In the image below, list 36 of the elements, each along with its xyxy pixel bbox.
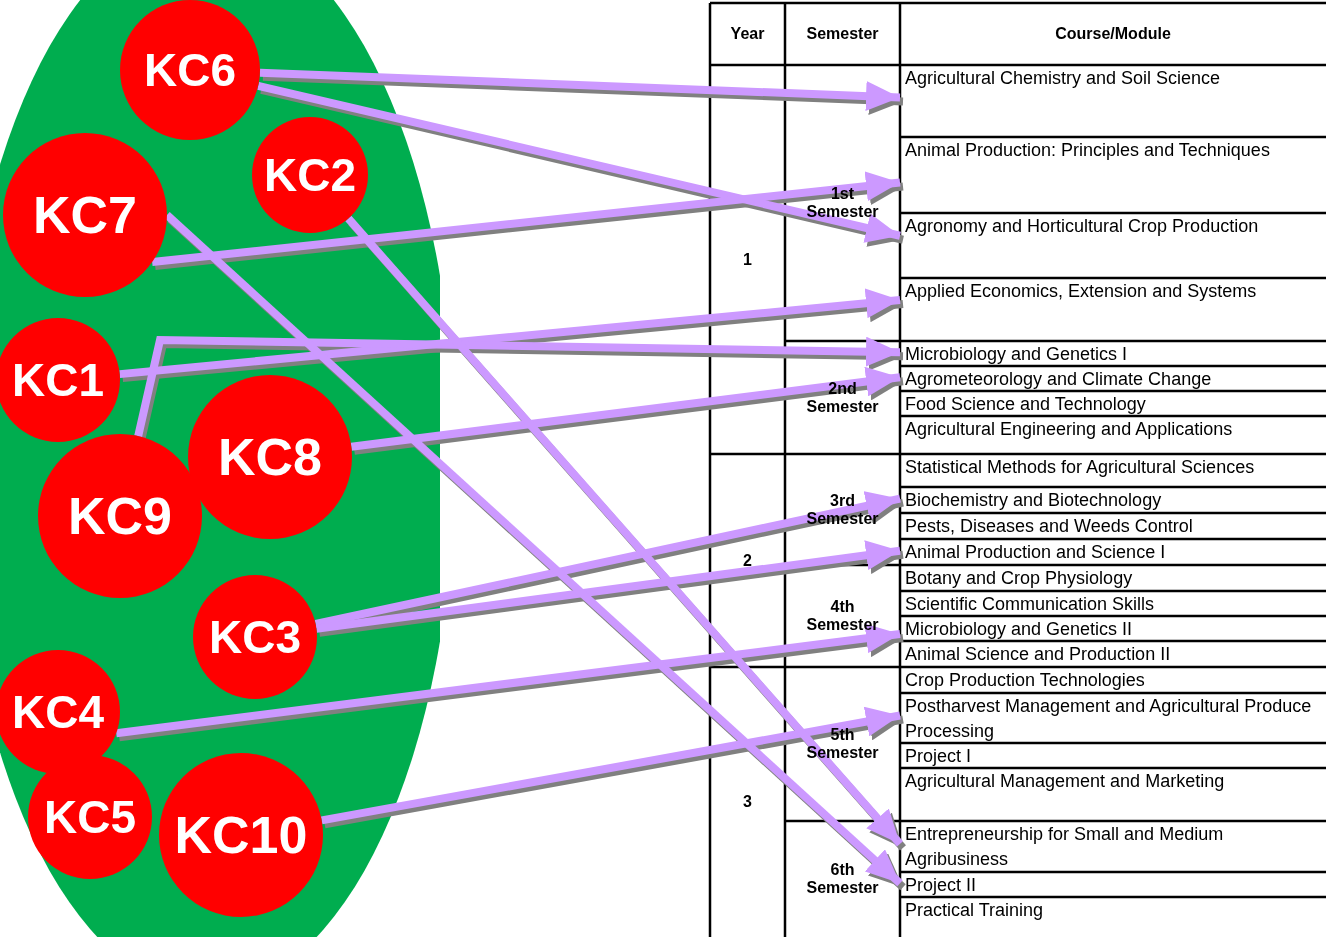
course-name: Animal Production: Principles and Techniques <box>901 138 1326 212</box>
course-name: Animal Production and Science I <box>901 540 1326 564</box>
column-header: Course/Module <box>1055 25 1171 43</box>
course-name: Agricultural Engineering and Applications <box>901 417 1326 453</box>
course-name: Food Science and Technology <box>901 392 1326 415</box>
semester-label: 4th Semester <box>805 598 880 634</box>
course-name: Biochemistry and Biotechnology <box>901 488 1326 512</box>
course-name: Applied Economics, Extension and Systems <box>901 279 1326 340</box>
semester-label: 2nd Semester <box>805 379 880 416</box>
semester-label: 1st Semester <box>805 185 880 221</box>
course-name: Scientific Communication Skills <box>901 592 1326 615</box>
course-name: Practical Training <box>901 898 1326 936</box>
column-header: Semester <box>806 25 879 43</box>
year-number: 2 <box>743 551 752 570</box>
course-name: Agricultural Management and Marketing <box>901 769 1326 820</box>
course-name: Agricultural Chemistry and Soil Science <box>901 66 1326 136</box>
year-number: 1 <box>743 250 752 269</box>
course-name: Project II <box>901 873 1326 896</box>
course-name: Animal Science and Production II <box>901 642 1326 666</box>
course-name: Microbiology and Genetics I <box>901 342 1326 365</box>
column-header: Year <box>730 25 765 43</box>
semester-label: 6th Semester <box>805 861 880 897</box>
course-name: Project I <box>901 744 1326 767</box>
ellipse-region <box>0 0 440 937</box>
course-name: Microbiology and Genetics II <box>901 617 1326 640</box>
course-name: Crop Production Technologies <box>901 668 1326 692</box>
course-name: Postharvest Management and Agricultural Produce Processing <box>901 694 1326 742</box>
course-name: Botany and Crop Physiology <box>901 566 1326 590</box>
year-number: 3 <box>743 793 752 811</box>
course-name: Entrepreneurship for Small and Medium Agribusiness <box>901 822 1326 871</box>
course-name: Statistical Methods for Agricultural Sciences <box>901 455 1326 486</box>
course-name: Agrometeorology and Climate Change <box>901 367 1326 390</box>
course-name: Pests, Diseases and Weeds Control <box>901 514 1326 538</box>
semester-label: 3rd Semester <box>805 491 880 528</box>
course-name: Agronomy and Horticultural Crop Production <box>901 214 1326 277</box>
semester-label: 5th Semester <box>805 726 880 762</box>
